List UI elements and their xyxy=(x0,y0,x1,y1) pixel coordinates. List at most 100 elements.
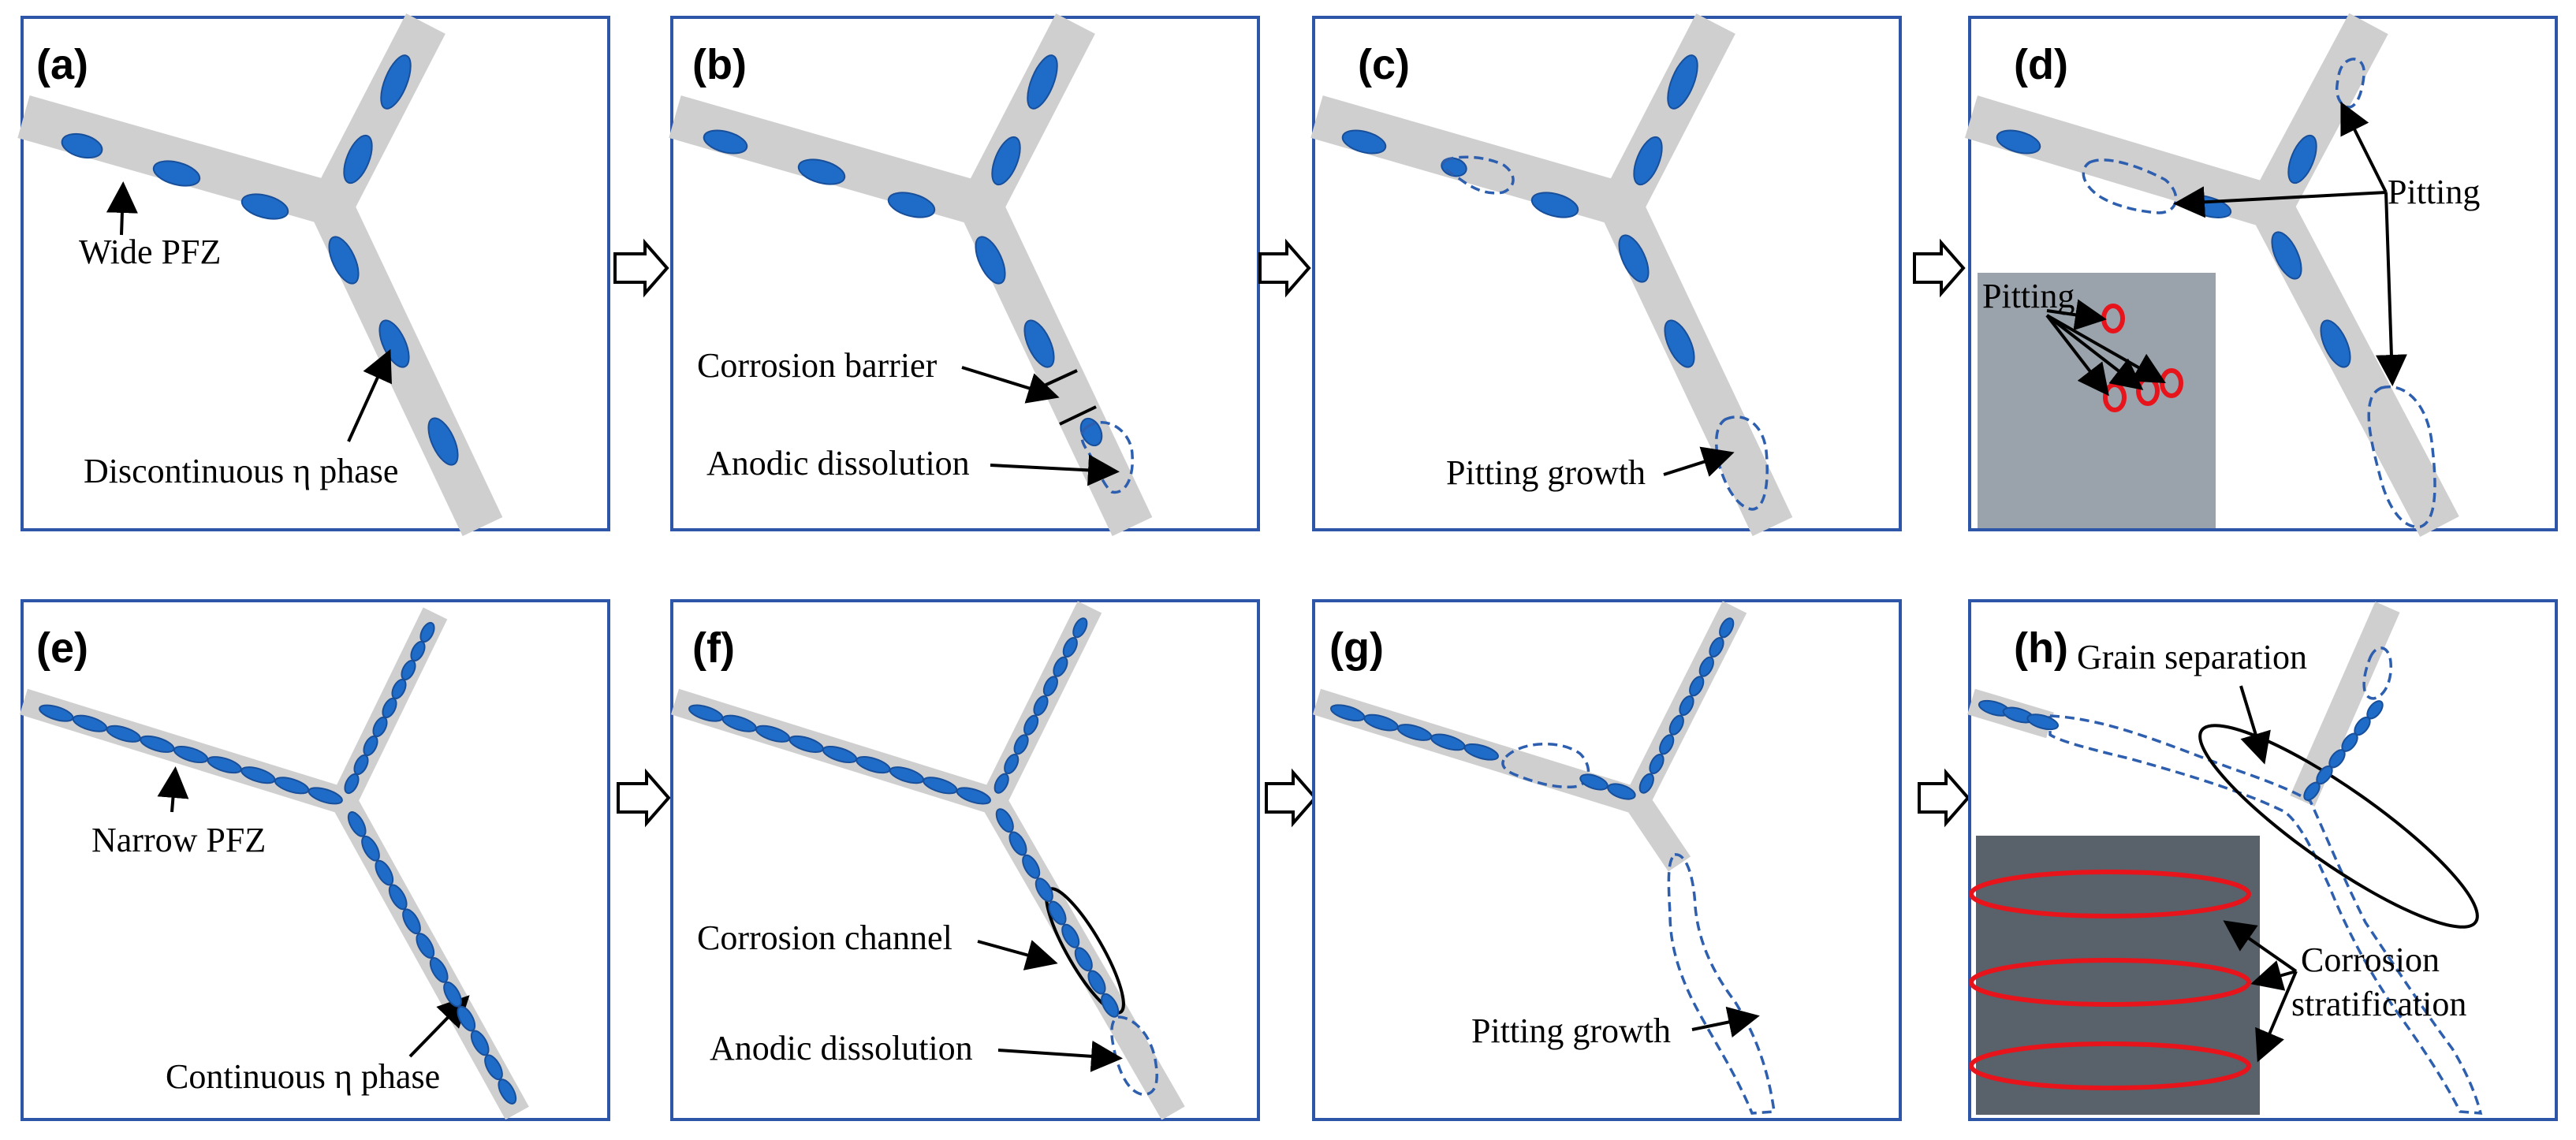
eta-phase-precipitate xyxy=(1530,192,1579,218)
panel-label: (h) xyxy=(2014,624,2068,672)
eta-phase-precipitate xyxy=(2271,231,2302,280)
annotation-arrow xyxy=(408,995,470,1058)
eta-phase-precipitate xyxy=(1101,993,1120,1018)
annotation-corrosion: Corrosion xyxy=(2301,941,2440,979)
eta-phase-precipitate xyxy=(1463,743,1500,761)
pitting-growth-outline xyxy=(1667,853,1776,1115)
pitting-outline xyxy=(1501,742,1590,788)
eta-phase-precipitate xyxy=(1079,417,1103,447)
eta-phase-precipitate xyxy=(703,129,748,155)
pitting-outline xyxy=(2362,646,2392,700)
eta-phase-precipitate xyxy=(470,1030,490,1056)
panel-frame xyxy=(1312,16,1902,531)
panel-label: (d) xyxy=(2014,41,2068,88)
eta-phase-precipitate xyxy=(347,811,367,837)
eta-phase-precipitate xyxy=(1689,676,1705,697)
annotation-eta-phase: Discontinuous η phase xyxy=(84,452,398,490)
eta-phase-precipitate xyxy=(1013,734,1029,755)
eta-phase-precipitate xyxy=(380,54,412,110)
eta-phase-precipitate xyxy=(1649,754,1665,774)
annotation-corrosion-barrier: Corrosion barrier xyxy=(697,346,938,385)
panel-d: Pitting (d) Pitting xyxy=(1964,13,2558,538)
corrosion-stratification-micrograph-inset xyxy=(1969,836,2260,1115)
panel-frame xyxy=(1312,599,1902,1121)
eta-phase-precipitate xyxy=(1087,970,1106,995)
panel-frame xyxy=(21,16,610,531)
grain-boundary-top xyxy=(2290,602,2400,807)
eta-phase-precipitate xyxy=(2026,713,2060,731)
annotation-pitting: Pitting xyxy=(2388,173,2480,211)
annotation-corrosion-channel: Corrosion channel xyxy=(697,918,952,957)
annotation-arrow xyxy=(157,766,189,813)
eta-phase-precipitate xyxy=(443,981,462,1008)
annotation-anodic-dissolution: Anodic dissolution xyxy=(710,1029,973,1067)
eta-phase-precipitate xyxy=(152,160,201,187)
pitting-outline xyxy=(1441,155,1515,195)
pitting-micrograph-inset: Pitting xyxy=(1978,273,2216,528)
grain-boundary-left xyxy=(17,95,347,228)
eta-phase-precipitate xyxy=(975,236,1006,285)
pitting-outline xyxy=(2082,158,2178,214)
eta-phase-precipitate xyxy=(388,884,408,911)
annotation-arrow xyxy=(990,454,1120,486)
step-arrow-icon xyxy=(1913,238,1966,298)
panel-label: (b) xyxy=(692,41,747,88)
panel-label: (g) xyxy=(1329,624,1384,672)
annotation-arrow xyxy=(2250,960,2297,991)
stratification-highlight-ring xyxy=(1969,870,2251,918)
annotation-pitting-growth: Pitting growth xyxy=(1471,1011,1671,1050)
eta-phase-precipitate xyxy=(1659,734,1675,755)
annotation-pitting-growth: Pitting growth xyxy=(1446,453,1646,492)
annotation-continuous-eta: Continuous η phase xyxy=(166,1057,440,1096)
eta-phase-precipitate xyxy=(1042,676,1058,697)
annotation-arrow xyxy=(961,366,1060,404)
eta-phase-precipitate xyxy=(1074,947,1093,972)
eta-phase-precipitate xyxy=(328,236,360,285)
eta-phase-precipitate xyxy=(887,192,936,218)
eta-phase-precipitate xyxy=(797,158,846,185)
panel-a: (a) Wide PFZ Discontinuous η phase xyxy=(17,13,610,536)
panel-label: (c) xyxy=(1358,41,1410,88)
pitting-outline xyxy=(2367,385,2436,528)
annotation-stratification: stratification xyxy=(2291,985,2466,1023)
eta-phase-precipitate xyxy=(1996,129,2041,155)
step-arrow-icon xyxy=(1258,238,1311,298)
eta-phase-precipitate xyxy=(344,773,360,795)
annotation-arrow xyxy=(2375,192,2407,386)
annotation-arrow xyxy=(2255,970,2298,1063)
eta-phase-precipitate xyxy=(1698,656,1714,677)
eta-phase-precipitate xyxy=(1719,617,1735,639)
annotation-narrow-pfz: Narrow PFZ xyxy=(91,821,266,859)
panel-b: (b) Corrosion barrier Anodic dissolution xyxy=(669,13,1260,536)
eta-phase-precipitate xyxy=(361,835,380,862)
panel-frame xyxy=(670,16,1260,531)
eta-phase-precipitate xyxy=(1023,319,1055,368)
eta-phase-precipitate xyxy=(995,808,1014,833)
eta-phase-precipitate xyxy=(2287,134,2317,184)
annotation-arrow xyxy=(2046,299,2107,331)
eta-phase-precipitate xyxy=(956,787,991,805)
eta-phase-precipitate xyxy=(1633,136,1663,186)
eta-phase-precipitate xyxy=(1022,854,1041,879)
eta-phase-precipitate xyxy=(1341,129,1387,155)
eta-phase-precipitate xyxy=(1035,877,1053,903)
eta-phase-precipitate xyxy=(1664,319,1695,368)
eta-phase-precipitate xyxy=(1709,637,1724,658)
annotation-anodic-dissolution: Anodic dissolution xyxy=(706,444,970,482)
eta-phase-precipitate xyxy=(1607,783,1636,800)
panel-e: (e) Narrow PFZ Continuous η phase xyxy=(19,599,610,1121)
pitting-highlight-ring xyxy=(2160,368,2183,398)
panel-frame xyxy=(21,599,610,1121)
eta-phase-precipitate xyxy=(484,1054,503,1081)
eta-phase-precipitate xyxy=(2320,319,2351,368)
annotation-arrow xyxy=(2173,186,2387,218)
corrosion-barrier-mark xyxy=(1059,405,1097,426)
grain-separation-ellipse xyxy=(2198,724,2479,929)
eta-phase-precipitate xyxy=(1004,753,1020,775)
panel-h: (h) Grain separation Corrosion stratific… xyxy=(1967,599,2558,1121)
eta-phase-precipitate xyxy=(1008,831,1027,856)
panel-c: (c) Pitting growth xyxy=(1310,13,1902,536)
annotation-arrow xyxy=(2045,314,2144,390)
step-arrow-icon xyxy=(613,238,669,298)
grain-boundary-left xyxy=(1310,95,1635,228)
